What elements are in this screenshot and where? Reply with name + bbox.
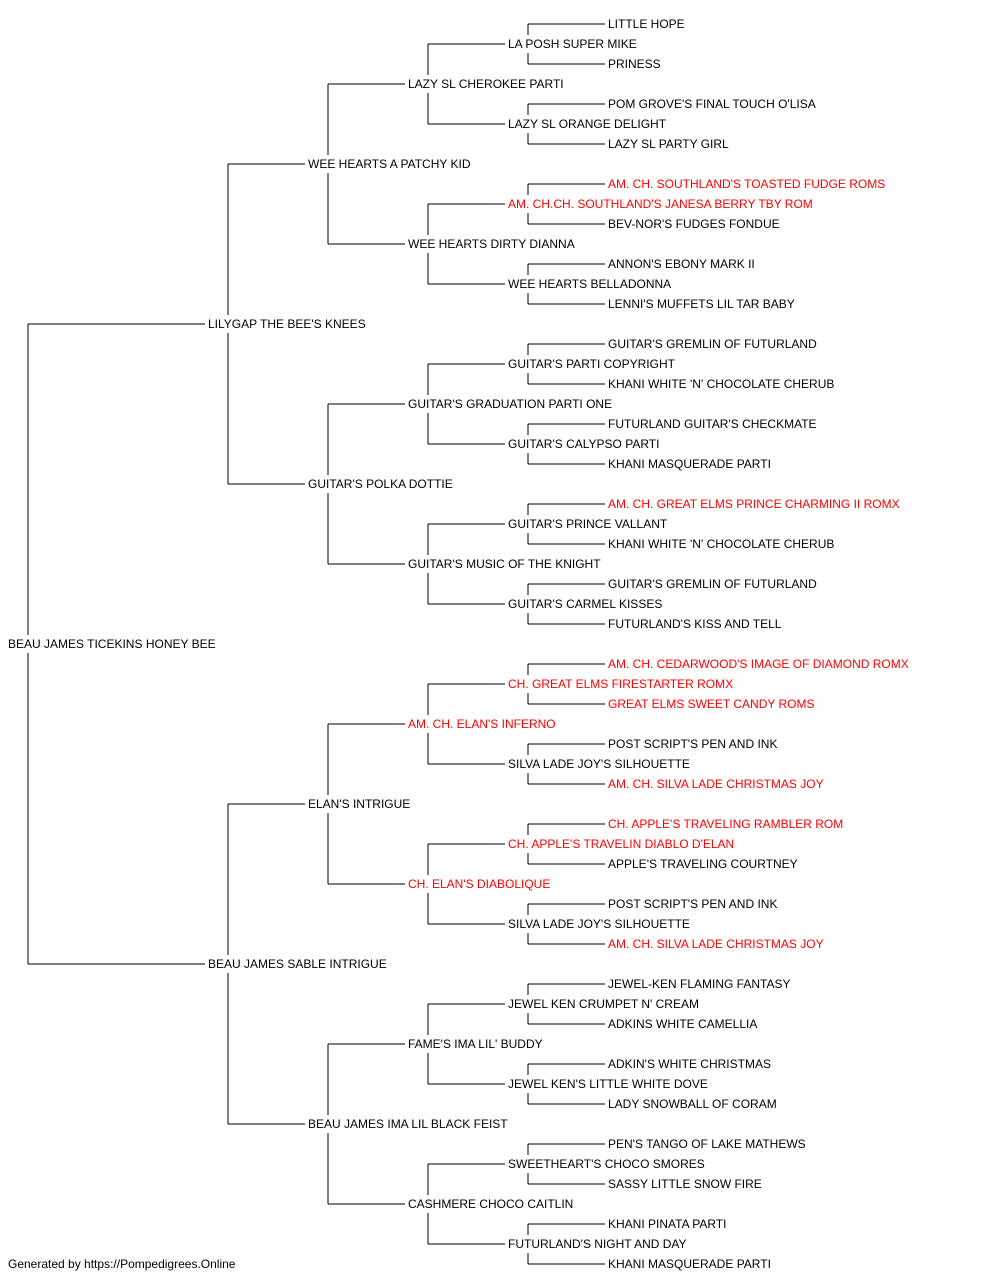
dam-name: JEWEL KEN'S LITTLE WHITE DOVE (508, 1077, 708, 1091)
dam-name: SASSY LITTLE SNOW FIRE (608, 1177, 762, 1191)
sire-name: AM. CH.CH. SOUTHLAND'S JANESA BERRY TBY … (508, 197, 813, 211)
dam-name: KHANI MASQUERADE PARTI (608, 457, 771, 471)
dam-name: BEV-NOR'S FUDGES FONDUE (608, 217, 780, 231)
dam-name: GUITAR'S POLKA DOTTIE (308, 477, 453, 491)
sire-name: GUITAR'S PRINCE VALLANT (508, 517, 668, 531)
sire-name: AM. CH. ELAN'S INFERNO (408, 717, 556, 731)
dam-name: LADY SNOWBALL OF CORAM (608, 1097, 777, 1111)
sire-name: AM. CH. CEDARWOOD'S IMAGE OF DIAMOND ROM… (608, 657, 909, 671)
sire-name: FUTURLAND GUITAR'S CHECKMATE (608, 417, 817, 431)
sire-name: LILYGAP THE BEE'S KNEES (208, 317, 366, 331)
dam-name: PRINESS (608, 57, 661, 71)
dam-name: SILVA LADE JOY'S SILHOUETTE (508, 757, 690, 771)
dam-name: CH. ELAN'S DIABOLIQUE (408, 877, 550, 891)
dam-name: AM. CH. SILVA LADE CHRISTMAS JOY (608, 777, 824, 791)
sire-name: GUITAR'S GREMLIN OF FUTURLAND (608, 337, 817, 351)
sire-name: AM. CH. SOUTHLAND'S TOASTED FUDGE ROMS (608, 177, 885, 191)
sire-name: ADKIN'S WHITE CHRISTMAS (608, 1057, 771, 1071)
dam-name: GUITAR'S CARMEL KISSES (508, 597, 662, 611)
sire-name: LITTLE HOPE (608, 17, 685, 31)
sire-name: KHANI PINATA PARTI (608, 1217, 726, 1231)
dam-name: GUITAR'S MUSIC OF THE KNIGHT (408, 557, 601, 571)
sire-name: PEN'S TANGO OF LAKE MATHEWS (608, 1137, 806, 1151)
dam-name: FUTURLAND'S NIGHT AND DAY (508, 1237, 687, 1251)
dam-name: CASHMERE CHOCO CAITLIN (408, 1197, 573, 1211)
dam-name: BEAU JAMES IMA LIL BLACK FEIST (308, 1117, 508, 1131)
dam-name: LAZY SL PARTY GIRL (608, 137, 729, 151)
dam-name: SILVA LADE JOY'S SILHOUETTE (508, 917, 690, 931)
dam-name: ADKINS WHITE CAMELLIA (608, 1017, 757, 1031)
sire-name: GUITAR'S GREMLIN OF FUTURLAND (608, 577, 817, 591)
dam-name: LENNI'S MUFFETS LIL TAR BABY (608, 297, 795, 311)
sire-name: CH. APPLE'S TRAVELIN DIABLO D'ELAN (508, 837, 734, 851)
sire-name: CH. GREAT ELMS FIRESTARTER ROMX (508, 677, 733, 691)
dam-name: WEE HEARTS DIRTY DIANNA (408, 237, 575, 251)
sire-name: ELAN'S INTRIGUE (308, 797, 410, 811)
sire-name: LA POSH SUPER MIKE (508, 37, 637, 51)
dam-name: GREAT ELMS SWEET CANDY ROMS (608, 697, 814, 711)
sire-name: ANNON'S EBONY MARK II (608, 257, 755, 271)
sire-name: POST SCRIPT'S PEN AND INK (608, 737, 777, 751)
sire-name: WEE HEARTS A PATCHY KID (308, 157, 471, 171)
dam-name: APPLE'S TRAVELING COURTNEY (608, 857, 798, 871)
dam-name: KHANI MASQUERADE PARTI (608, 1257, 771, 1271)
footer-credit: Generated by https://Pompedigrees.Online (8, 1257, 236, 1271)
dam-name: KHANI WHITE 'N' CHOCOLATE CHERUB (608, 377, 834, 391)
subject-name: BEAU JAMES TICEKINS HONEY BEE (8, 637, 216, 651)
dam-name: KHANI WHITE 'N' CHOCOLATE CHERUB (608, 537, 834, 551)
sire-name: FAME'S IMA LIL' BUDDY (408, 1037, 543, 1051)
sire-name: JEWEL-KEN FLAMING FANTASY (608, 977, 790, 991)
dam-name: BEAU JAMES SABLE INTRIGUE (208, 957, 387, 971)
dam-name: WEE HEARTS BELLADONNA (508, 277, 671, 291)
dam-name: LAZY SL ORANGE DELIGHT (508, 117, 667, 131)
sire-name: JEWEL KEN CRUMPET N' CREAM (508, 997, 699, 1011)
sire-name: AM. CH. GREAT ELMS PRINCE CHARMING II RO… (608, 497, 900, 511)
sire-name: LAZY SL CHEROKEE PARTI (408, 77, 564, 91)
dam-name: AM. CH. SILVA LADE CHRISTMAS JOY (608, 937, 824, 951)
sire-name: SWEETHEART'S CHOCO SMORES (508, 1157, 705, 1171)
dam-name: FUTURLAND'S KISS AND TELL (608, 617, 782, 631)
dam-name: GUITAR'S CALYPSO PARTI (508, 437, 659, 451)
sire-name: GUITAR'S PARTI COPYRIGHT (508, 357, 676, 371)
sire-name: GUITAR'S GRADUATION PARTI ONE (408, 397, 612, 411)
sire-name: POM GROVE'S FINAL TOUCH O'LISA (608, 97, 816, 111)
sire-name: CH. APPLE'S TRAVELING RAMBLER ROM (608, 817, 843, 831)
sire-name: POST SCRIPT'S PEN AND INK (608, 897, 777, 911)
